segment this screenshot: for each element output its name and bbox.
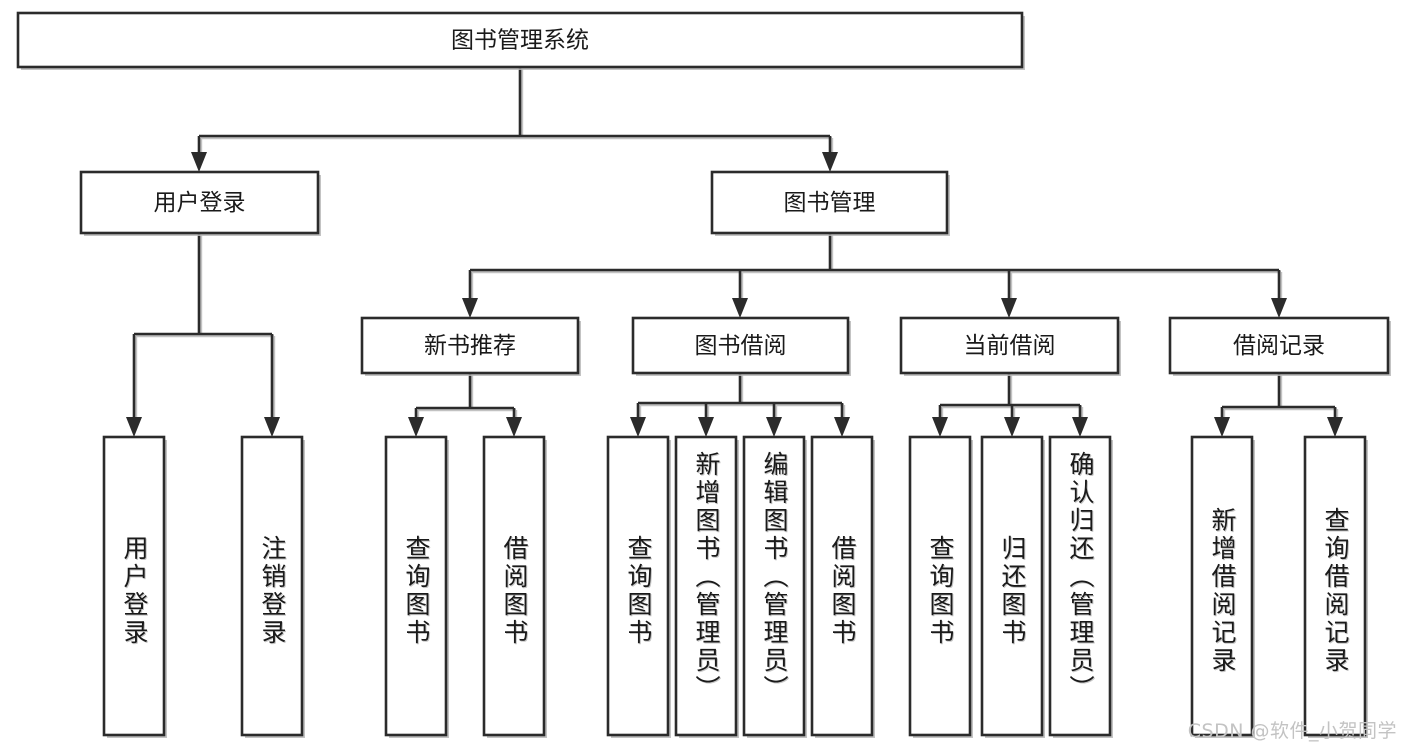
node-box-leaf-query-book-2[interactable] xyxy=(606,435,670,737)
arrow-head-icon xyxy=(1001,298,1017,318)
arrow-head-icon xyxy=(126,417,142,437)
node-box-new-book-recommend[interactable] xyxy=(360,316,580,375)
connector-bus-user-login xyxy=(126,233,280,437)
csdn-watermark: CSDN @软件_小贺同学 xyxy=(1187,720,1397,742)
node-box-leaf-confirm-return-admin[interactable] xyxy=(1048,435,1112,737)
node-box-book-borrow[interactable] xyxy=(631,316,850,375)
node-box-leaf-edit-book-admin[interactable] xyxy=(742,435,806,737)
connector-bus-root xyxy=(191,67,838,172)
node-box-current-borrow[interactable] xyxy=(899,316,1120,375)
arrow-head-icon xyxy=(506,417,522,437)
connector-bus-book-borrow xyxy=(630,373,850,437)
node-label-user-login: 用户登录 xyxy=(154,190,246,216)
arrow-head-icon xyxy=(191,152,207,172)
node-box-leaf-query-book-3[interactable] xyxy=(908,435,972,737)
node-box-leaf-query-borrow-record[interactable] xyxy=(1303,435,1367,737)
node-box-leaf-logout[interactable] xyxy=(240,435,304,737)
arrow-head-icon xyxy=(698,417,714,437)
node-label-book-manage: 图书管理 xyxy=(784,190,876,216)
node-box-leaf-borrow-book-1[interactable] xyxy=(482,435,546,737)
arrow-head-icon xyxy=(264,417,280,437)
boxes-layer xyxy=(16,11,1391,738)
arrow-head-icon xyxy=(822,152,838,172)
node-box-root[interactable] xyxy=(16,11,1024,69)
node-label-borrow-record: 借阅记录 xyxy=(1233,333,1325,359)
node-label-current-borrow: 当前借阅 xyxy=(964,333,1056,359)
connector-bus-current-borrow xyxy=(932,373,1088,437)
arrow-head-icon xyxy=(766,417,782,437)
edges-layer xyxy=(126,67,1343,437)
arrow-head-icon xyxy=(932,417,948,437)
arrow-head-icon xyxy=(732,298,748,318)
connector-bus-new-book-recommend xyxy=(408,373,522,437)
arrow-head-icon xyxy=(1004,417,1020,437)
node-box-leaf-return-book[interactable] xyxy=(980,435,1044,737)
node-box-borrow-record[interactable] xyxy=(1168,316,1390,375)
node-box-user-login[interactable] xyxy=(79,170,320,235)
connector-bus-book-manage xyxy=(462,233,1287,318)
arrow-head-icon xyxy=(408,417,424,437)
arrow-head-icon xyxy=(462,298,478,318)
node-label-new-book-recommend: 新书推荐 xyxy=(424,333,516,359)
arrow-head-icon xyxy=(1072,417,1088,437)
node-box-leaf-borrow-book-2[interactable] xyxy=(810,435,874,737)
arrow-head-icon xyxy=(630,417,646,437)
node-box-leaf-user-login[interactable] xyxy=(102,435,166,737)
connector-bus-borrow-record xyxy=(1214,373,1343,437)
node-label-book-borrow: 图书借阅 xyxy=(695,333,787,359)
node-label-root: 图书管理系统 xyxy=(451,28,589,54)
arrow-head-icon xyxy=(1271,298,1287,318)
node-box-leaf-add-book-admin[interactable] xyxy=(674,435,738,737)
arrow-head-icon xyxy=(1214,417,1230,437)
node-box-leaf-query-book-1[interactable] xyxy=(384,435,448,737)
node-box-leaf-add-borrow-record[interactable] xyxy=(1190,435,1254,737)
node-box-book-manage[interactable] xyxy=(710,170,949,235)
arrow-head-icon xyxy=(834,417,850,437)
arrow-head-icon xyxy=(1327,417,1343,437)
